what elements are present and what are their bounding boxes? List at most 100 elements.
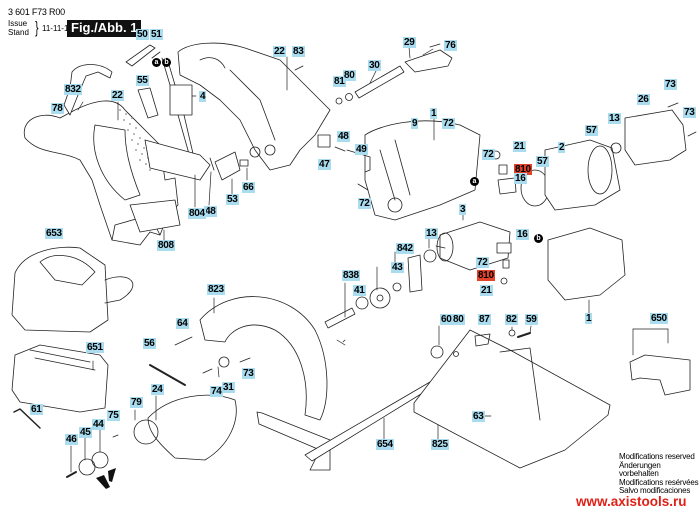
part-label-651[interactable]: 651 (86, 342, 104, 353)
connector-a-top: a (152, 58, 161, 67)
part-label-650[interactable]: 650 (650, 313, 668, 324)
part-label-22-right[interactable]: 22 (273, 46, 286, 57)
part-label-48-left[interactable]: 48 (204, 206, 217, 217)
part-label-1-bottom[interactable]: 1 (585, 313, 593, 324)
part-label-9[interactable]: 9 (411, 118, 419, 129)
part-label-842[interactable]: 842 (396, 243, 414, 254)
part-label-74[interactable]: 74 (210, 386, 223, 397)
part-825 (413, 329, 611, 469)
part-label-45[interactable]: 45 (79, 427, 92, 438)
modifications-notes: Modifications reserved Änderungen vorbeh… (619, 452, 699, 496)
part-label-22-left[interactable]: 22 (111, 90, 124, 101)
part-label-2[interactable]: 2 (558, 142, 566, 153)
part-label-26[interactable]: 26 (637, 94, 650, 105)
part-label-64[interactable]: 64 (176, 318, 189, 329)
part-label-16-top[interactable]: 16 (514, 173, 527, 184)
part-label-810-bottom[interactable]: 810 (477, 270, 495, 281)
part-label-56[interactable]: 56 (143, 338, 156, 349)
part-label-83[interactable]: 83 (292, 46, 305, 57)
part-label-61[interactable]: 61 (30, 404, 43, 415)
part-label-79[interactable]: 79 (130, 397, 143, 408)
part-label-59[interactable]: 59 (525, 314, 538, 325)
part-label-30[interactable]: 30 (368, 60, 381, 71)
part-label-81[interactable]: 81 (333, 76, 346, 87)
part-label-823[interactable]: 823 (207, 284, 225, 295)
part-label-76[interactable]: 76 (444, 40, 457, 51)
part-label-1-top[interactable]: 1 (430, 108, 438, 119)
part-44 (91, 451, 109, 469)
part-label-804[interactable]: 804 (188, 208, 206, 219)
part-55 (137, 87, 159, 119)
part-label-41[interactable]: 41 (353, 285, 366, 296)
issue-date: 11-11-16 (42, 24, 73, 33)
part-label-654[interactable]: 654 (376, 439, 394, 450)
part-label-73-a[interactable]: 73 (664, 79, 677, 90)
part-label-50[interactable]: 50 (136, 29, 149, 40)
part-label-825[interactable]: 825 (431, 439, 449, 450)
part-810-b (502, 259, 510, 269)
part-label-47[interactable]: 47 (318, 159, 331, 170)
part-61 (13, 408, 41, 429)
part-label-4[interactable]: 4 (199, 91, 207, 102)
part-label-57-top[interactable]: 57 (585, 125, 598, 136)
part-label-44[interactable]: 44 (92, 419, 105, 430)
part-48-spring (209, 157, 215, 171)
part-label-808[interactable]: 808 (157, 240, 175, 251)
part-label-13-mid[interactable]: 13 (425, 228, 438, 239)
note-de: Änderungen vorbehalten (619, 460, 661, 478)
part-label-55[interactable]: 55 (136, 75, 149, 86)
part-label-832[interactable]: 832 (64, 84, 82, 95)
wires (161, 57, 199, 176)
part-label-653[interactable]: 653 (45, 228, 63, 239)
part-label-53[interactable]: 53 (226, 194, 239, 205)
part-housing-right (177, 42, 331, 171)
part-label-16-bottom[interactable]: 16 (516, 229, 529, 240)
part-label-57-mid[interactable]: 57 (536, 156, 549, 167)
part-label-60[interactable]: 60 (440, 314, 453, 325)
part-label-810-top[interactable]: 810 (514, 164, 532, 175)
part-label-46[interactable]: 46 (65, 434, 78, 445)
part-47 (317, 134, 331, 148)
part-label-13-top[interactable]: 13 (608, 113, 621, 124)
part-26 (624, 109, 687, 166)
part-label-66[interactable]: 66 (242, 182, 255, 193)
part-number: 3 601 F73 R00 (8, 7, 65, 17)
part-74 (202, 368, 213, 374)
part-label-48-mid[interactable]: 48 (337, 131, 350, 142)
part-57-ring-b (587, 145, 613, 195)
part-label-24[interactable]: 24 (151, 384, 164, 395)
part-31 (218, 356, 230, 368)
part-51-spring (151, 51, 161, 59)
part-label-72-brush[interactable]: 72 (482, 149, 495, 160)
part-label-75[interactable]: 75 (107, 410, 120, 421)
part-label-29[interactable]: 29 (403, 37, 416, 48)
part-label-72-mid[interactable]: 72 (358, 198, 371, 209)
part-label-3[interactable]: 3 (459, 204, 467, 215)
part-label-63[interactable]: 63 (472, 411, 485, 422)
website-url[interactable]: www.axistools.ru (576, 494, 687, 509)
part-label-87[interactable]: 87 (478, 314, 491, 325)
part-label-31[interactable]: 31 (222, 382, 235, 393)
part-label-49[interactable]: 49 (355, 144, 368, 155)
part-label-838[interactable]: 838 (342, 270, 360, 281)
part-76 (429, 43, 441, 48)
part-label-80-top[interactable]: 80 (343, 70, 356, 81)
part-83 (294, 65, 304, 71)
part-45 (78, 458, 96, 476)
part-label-73-c[interactable]: 73 (242, 368, 255, 379)
note-en: Modifications reserved (619, 452, 695, 461)
part-label-82[interactable]: 82 (505, 314, 518, 325)
part-label-72-top[interactable]: 72 (442, 118, 455, 129)
part-label-78[interactable]: 78 (51, 103, 64, 114)
part-label-73-b[interactable]: 73 (683, 107, 696, 118)
part-label-51[interactable]: 51 (150, 29, 163, 40)
part-label-21-top[interactable]: 21 (513, 141, 526, 152)
part-label-72-bottom[interactable]: 72 (476, 257, 489, 268)
part-label-21-bottom[interactable]: 21 (480, 285, 493, 296)
part-label-43[interactable]: 43 (391, 262, 404, 273)
part-label-80-bottom[interactable]: 80 (452, 314, 465, 325)
note-es: Salvo modificaciones (619, 486, 691, 495)
part-59 (517, 332, 531, 338)
part-13-bearing-b (423, 249, 437, 263)
part-16 (497, 177, 517, 195)
